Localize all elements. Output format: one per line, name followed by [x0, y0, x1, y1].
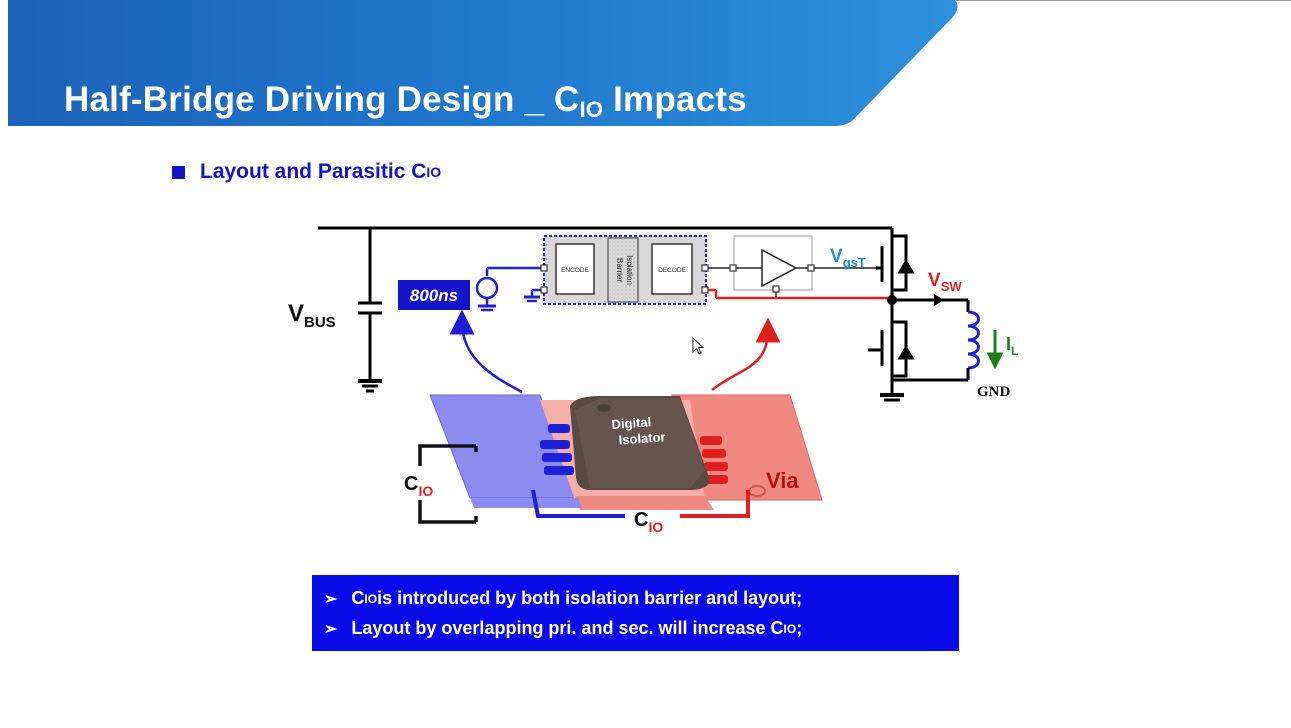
output-inductor [892, 298, 980, 382]
vsw-return-path [708, 288, 890, 300]
cio-bottom-label: CIO [634, 509, 663, 535]
high-side-mosfet [876, 228, 915, 300]
arrow-bullet-icon: ➢ [324, 620, 338, 638]
gnd-label: GND [977, 384, 1011, 400]
primary-delay-arrow [449, 309, 523, 394]
bullet-square-icon [172, 165, 185, 179]
primary-source [475, 266, 544, 312]
arrow-bullet-icon: ➢ [324, 590, 338, 608]
pcb-illustration [429, 394, 823, 510]
vsw-label: VSW [928, 270, 962, 294]
delay-label: 800ns [410, 286, 458, 305]
barrier-label: IsolationBarrier [615, 255, 634, 285]
cio-bottom-trace [531, 489, 750, 518]
mouse-cursor-icon [692, 337, 705, 355]
decode-label: DECODE [658, 267, 686, 274]
slide-title: Half-Bridge Driving Design _ CIO Impacts [64, 80, 747, 122]
vsw-arrow-icon [934, 294, 944, 306]
chip-label: DigitalIsolator [611, 413, 666, 448]
delay-badge [398, 280, 470, 310]
il-label: IL [1006, 334, 1018, 358]
note-line-2: ➢ Layout by overlapping pri. and sec. wi… [324, 618, 803, 638]
cio-left-label: CIO [404, 473, 433, 499]
vbus-label: VBUS [288, 300, 336, 331]
via-label: Via [766, 468, 799, 493]
secondary-delay-arrow [711, 317, 781, 391]
vgst-label: VgsT [830, 246, 866, 270]
il-arrow-icon [986, 330, 1004, 370]
cio-left-bracket [418, 444, 478, 524]
vbus-rail [318, 226, 892, 393]
low-side-mosfet [868, 300, 915, 402]
title-banner [8, 0, 1291, 126]
encode-label: ENCODE [561, 267, 589, 274]
